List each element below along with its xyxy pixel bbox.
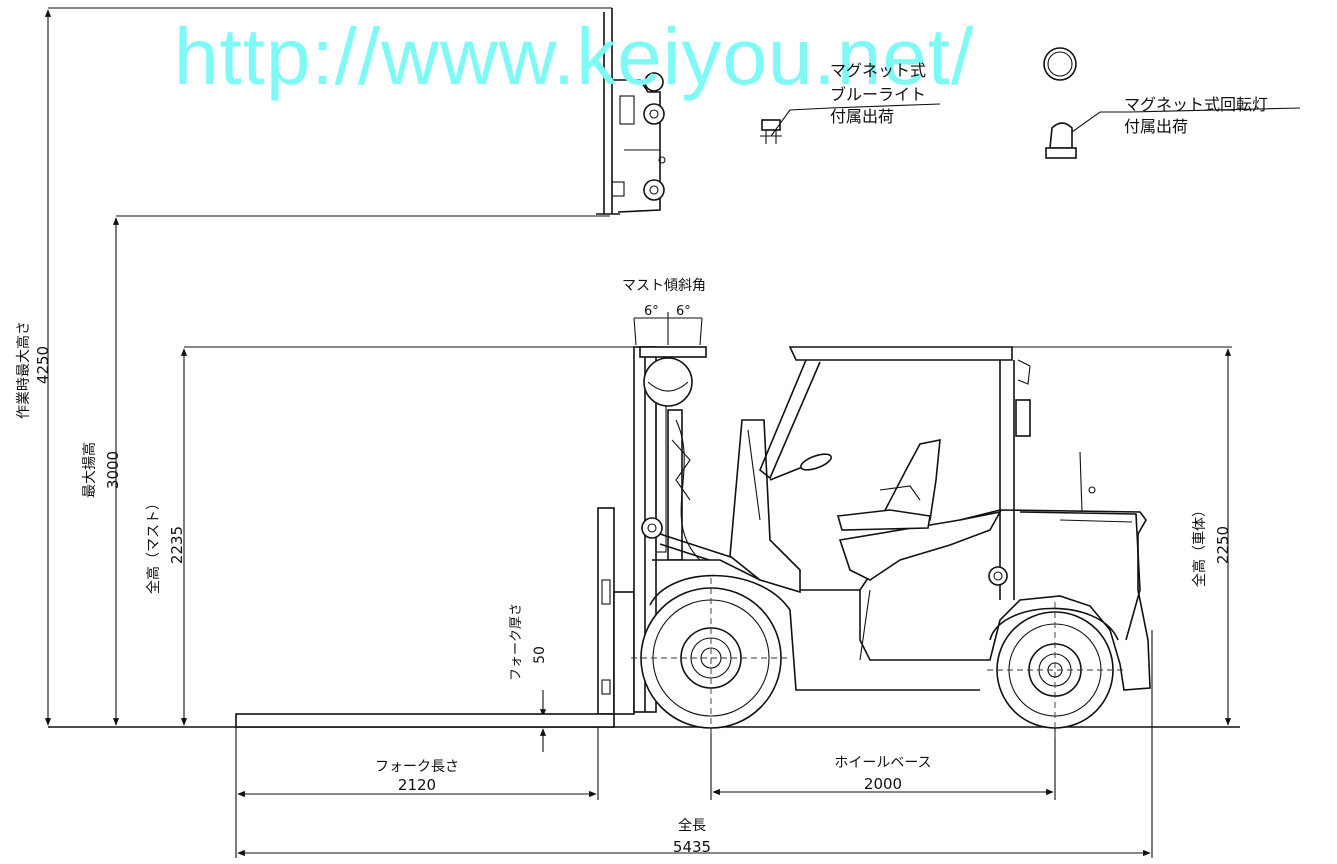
body-height-label: 全高（車体）: [1191, 503, 1208, 587]
bluelight-icon: [760, 103, 941, 144]
mast-light: [643, 357, 693, 407]
front-wheel: [631, 578, 791, 738]
beacon-label-1: マグネット式回転灯: [1124, 95, 1268, 114]
tilt-forward-line: [633, 317, 637, 346]
tilt-back-line: [699, 317, 703, 346]
max-lift-height-value: 3000: [104, 451, 122, 489]
rotating-beacon-icon: [1045, 107, 1301, 159]
overall-length-label: 全長: [678, 817, 706, 834]
max-work-height-value: 4250: [34, 346, 52, 384]
fork-blade: [235, 713, 615, 728]
wheelbase-label: ホイールベース: [834, 755, 931, 771]
mast-assembly: [235, 346, 741, 728]
fork-thickness-label: フォーク厚さ: [509, 603, 524, 681]
mast-height-value: 2235: [168, 526, 186, 564]
fork-length-label: フォーク長さ: [375, 759, 459, 775]
bluelight-label-3: 付属出荷: [830, 107, 894, 126]
mast-tilt-forward: 6°: [644, 304, 659, 319]
watermark-text: http://www.keiyou.net/: [174, 12, 974, 101]
fork-length-value: 2120: [398, 776, 436, 794]
mast-tilt-label: マスト傾斜角: [622, 278, 706, 294]
rear-wheel: [987, 602, 1123, 738]
max-work-height-label: 作業時最大高さ: [15, 321, 32, 419]
operator-seat: [878, 439, 941, 521]
magnet-base-icon: [1043, 47, 1077, 81]
dimension-lines: [44, 7, 1240, 858]
wheelbase-value: 2000: [864, 775, 902, 793]
mast-tilt-backward: 6°: [676, 304, 691, 319]
mast-height-label: 全高（マスト）: [145, 496, 162, 594]
beacon-label-2: 付属出荷: [1124, 117, 1188, 136]
fork-shank: [597, 507, 615, 715]
fork-thickness-value: 50: [532, 646, 548, 664]
bluelight-label-2: ブルーライト: [830, 85, 926, 104]
bluelight-label-1: マグネット式: [830, 61, 926, 80]
overhead-guard: [788, 346, 1013, 361]
body-height-value: 2250: [1214, 526, 1232, 564]
max-lift-height-label: 最大揚高: [81, 442, 98, 498]
overall-length-value: 5435: [673, 838, 711, 856]
raised-carriage: [596, 8, 666, 215]
truck-body: [649, 346, 1151, 691]
